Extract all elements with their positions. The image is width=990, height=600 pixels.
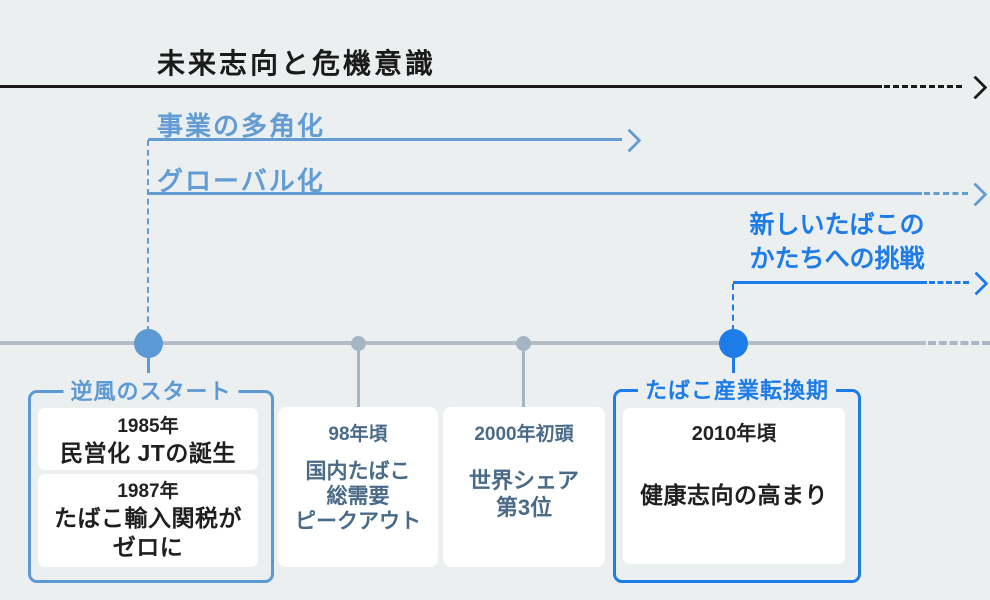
milestone-connector-2000 — [522, 345, 525, 407]
arrow-right-icon — [964, 271, 989, 296]
milestone-text: 世界シェア 第3位 — [443, 467, 605, 521]
event-group-transition: たばこ産業転換期 2010年頃 健康志向の高まり — [613, 377, 861, 583]
event-card-1985: 1985年 民営化 JTの誕生 — [38, 408, 258, 470]
milestone-year: 98年頃 — [328, 424, 388, 445]
event-text: 民営化 JTの誕生 — [60, 440, 236, 466]
milestone-text: 国内たばこ 総需要 ピークアウト — [278, 459, 438, 534]
phase-origin-connector — [147, 140, 149, 332]
milestone-text-line2: 総需要 — [326, 485, 390, 508]
phase-label-new-tobacco-line2: かたちへの挑戦 — [749, 245, 925, 273]
milestone-dot-2010 — [719, 329, 748, 358]
milestone-connector-1985 — [147, 344, 150, 373]
event-card-1987: 1987年 たばこ輸入関税が ゼロに — [38, 474, 258, 567]
arrow-right-icon — [963, 182, 988, 207]
milestone-card-2000: 2000年初頭 世界シェア 第3位 — [443, 407, 605, 567]
timeline-line — [0, 341, 926, 345]
main-axis-line — [0, 85, 882, 88]
phase-label-new-tobacco-line1: 新しいたばこの — [749, 211, 925, 239]
milestone-dot-1985 — [134, 329, 163, 358]
phase-label-new-tobacco: 新しいたばこの かたちへの挑戦 — [736, 208, 938, 276]
milestone-text-line3: ピークアウト — [295, 510, 421, 533]
phase-label-globalization: グローバル化 — [157, 166, 325, 196]
timeline-dashed-segment — [928, 341, 990, 345]
event-card-2010: 2010年頃 健康志向の高まり — [623, 408, 845, 564]
phase-line-globalization — [148, 192, 922, 195]
new-tobacco-origin-connector — [732, 284, 734, 331]
event-group-transition-title: たばこ産業転換期 — [637, 377, 837, 405]
main-axis-dashed-segment — [884, 85, 962, 88]
milestone-text-line2: 第3位 — [495, 495, 553, 520]
milestone-dot-2000 — [516, 336, 531, 351]
event-year: 1985年 — [117, 416, 179, 437]
phase-line-new-tobacco — [733, 281, 927, 284]
event-year: 2010年頃 — [691, 423, 777, 445]
phase-line-globalization-dashed — [924, 192, 968, 195]
event-text: 健康志向の高まり — [640, 482, 828, 508]
arrow-right-icon — [617, 128, 642, 153]
event-year: 1987年 — [117, 481, 179, 502]
page-title: 未来志向と危機意識 — [157, 48, 437, 79]
milestone-connector-2010 — [732, 344, 735, 373]
milestone-year: 2000年初頭 — [474, 424, 574, 445]
phase-line-diversification — [148, 138, 622, 141]
event-text-line1: たばこ輸入関税が — [54, 505, 242, 531]
arrow-right-icon — [963, 75, 988, 100]
milestone-dot-1998 — [351, 336, 366, 351]
phase-label-diversification: 事業の多角化 — [157, 111, 326, 141]
milestone-text-line1: 国内たばこ — [305, 460, 411, 483]
milestone-connector-1998 — [357, 345, 360, 407]
event-group-headwind: 逆風のスタート 1985年 民営化 JTの誕生 1987年 たばこ輸入関税が ゼ… — [28, 378, 274, 583]
event-text-line2: ゼロに — [112, 534, 184, 560]
phase-line-new-tobacco-dashed — [929, 281, 969, 284]
event-group-headwind-title: 逆風のスタート — [63, 378, 239, 406]
milestone-text-line1: 世界シェア — [468, 468, 579, 493]
milestone-card-1998: 98年頃 国内たばこ 総需要 ピークアウト — [278, 407, 438, 567]
